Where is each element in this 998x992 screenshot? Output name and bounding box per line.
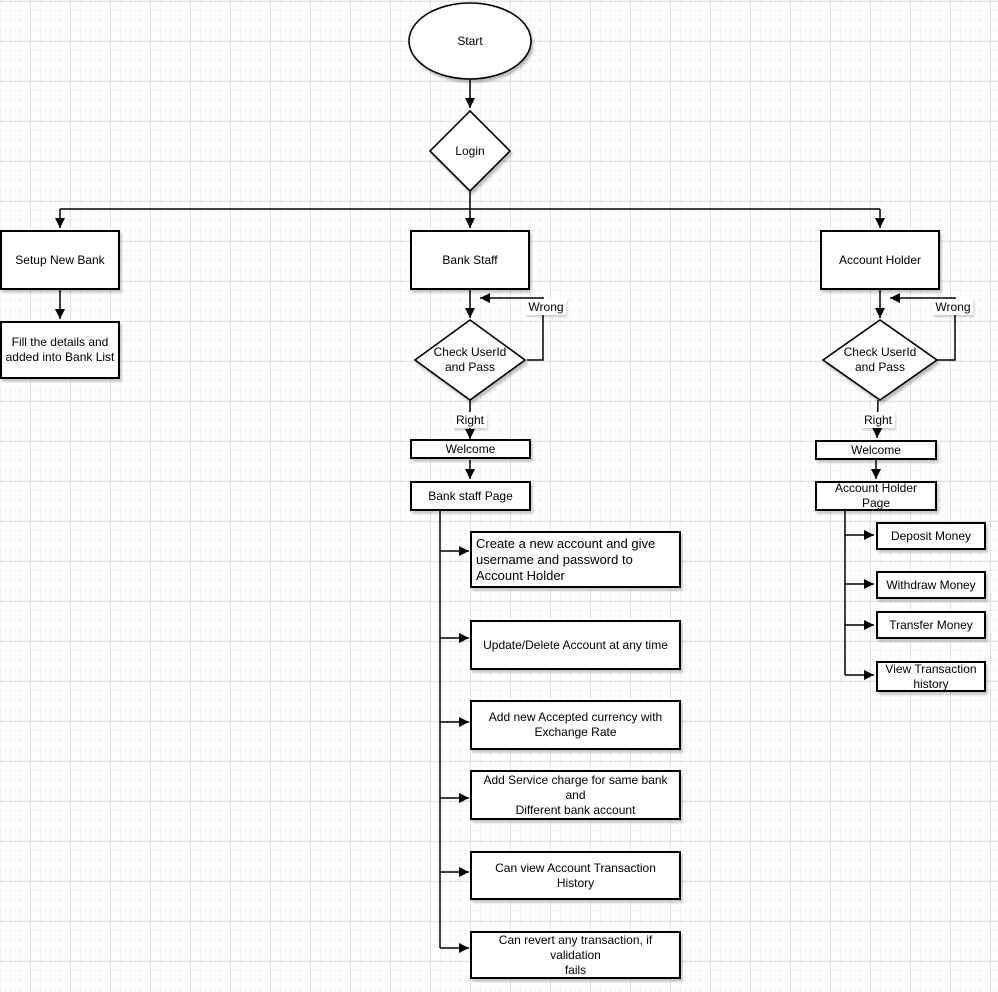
node-staff-task-create-account[interactable]: Create a new account and give username a… [470, 531, 681, 588]
node-welcome-staff[interactable]: Welcome [410, 439, 531, 459]
node-account-holder[interactable]: Account Holder [820, 230, 940, 290]
edge-label-staff-wrong[interactable]: Wrong [525, 299, 567, 315]
node-welcome-holder[interactable]: Welcome [815, 440, 937, 460]
node-holder-task-deposit[interactable]: Deposit Money [876, 522, 986, 550]
node-fill-details[interactable]: Fill the details and added into Bank Lis… [0, 321, 120, 379]
start-node-shape[interactable] [408, 2, 532, 80]
node-bank-staff[interactable]: Bank Staff [410, 230, 530, 290]
node-holder-task-transfer[interactable]: Transfer Money [876, 611, 986, 639]
node-account-holder-page[interactable]: Account Holder Page [815, 481, 937, 511]
edge-label-holder-wrong[interactable]: Wrong [932, 299, 974, 315]
node-staff-task-view-history[interactable]: Can view Account Transaction History [470, 851, 681, 900]
node-holder-task-withdraw[interactable]: Withdraw Money [876, 571, 986, 599]
edge-check-holder-wrong-loop[interactable] [890, 293, 956, 361]
login-decision-shape[interactable] [428, 109, 512, 193]
node-bank-staff-page[interactable]: Bank staff Page [410, 481, 531, 511]
node-staff-task-revert-transaction[interactable]: Can revert any transaction, if validatio… [470, 931, 681, 979]
node-staff-task-add-currency[interactable]: Add new Accepted currency with Exchange … [470, 700, 681, 750]
edge-label-staff-right[interactable]: Right [452, 412, 488, 428]
edge-label-holder-right[interactable]: Right [860, 412, 896, 428]
edge-check-staff-wrong-loop[interactable] [480, 293, 544, 361]
check-userid-staff-decision-shape[interactable] [413, 319, 527, 401]
node-staff-task-update-delete[interactable]: Update/Delete Account at any time [470, 620, 681, 670]
node-setup-new-bank[interactable]: Setup New Bank [0, 230, 120, 290]
node-holder-task-view-history[interactable]: View Transaction history [876, 661, 986, 692]
node-staff-task-service-charge[interactable]: Add Service charge for same bank and Dif… [470, 770, 681, 820]
check-userid-holder-decision-shape[interactable] [821, 319, 939, 401]
